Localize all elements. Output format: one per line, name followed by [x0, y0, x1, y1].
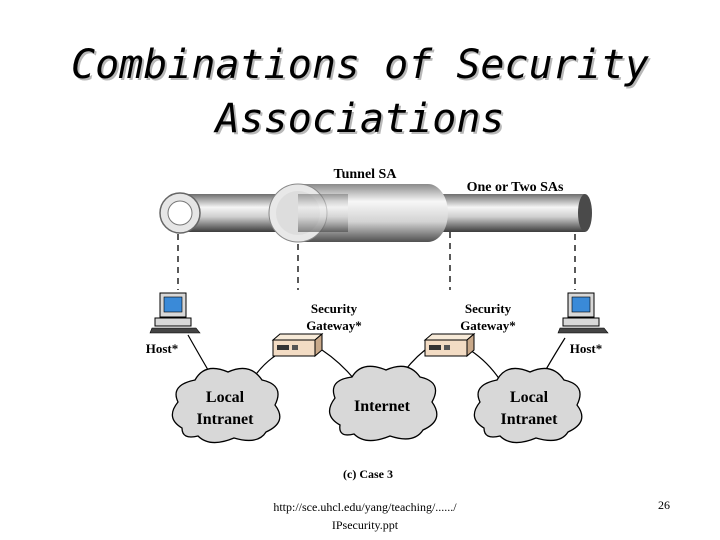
internet-cloud	[328, 365, 438, 442]
security-gateway-left-label-line-2: Gateway*	[306, 318, 362, 333]
security-gateway-left-icon	[271, 332, 324, 358]
sa-endpoint-dashed-lines	[177, 232, 576, 290]
source-url-line-1: http://sce.uhcl.edu/yang/teaching/......…	[273, 500, 457, 514]
tunnel-sa-tube	[268, 183, 448, 243]
host-computer-left-icon	[149, 292, 201, 334]
local-intranet-right-label-line-1: Local	[510, 389, 549, 406]
local-intranet-cloud-left	[171, 367, 281, 444]
one-or-two-sas-label: One or Two SAs	[467, 180, 564, 195]
source-url-line-2: IPsecurity.ppt	[331, 518, 399, 532]
security-gateway-left-label-line-1: Security	[311, 301, 358, 316]
local-intranet-right-label-line-2: Intranet	[501, 411, 559, 428]
local-intranet-left-label-line-2: Intranet	[197, 411, 255, 428]
internet-label: Internet	[354, 398, 411, 415]
local-intranet-left-label-line-1: Local	[206, 389, 245, 406]
local-intranet-cloud-right	[473, 367, 583, 444]
host-computer-right-icon	[557, 292, 609, 334]
slide-title-line-1: Combinations of Security	[71, 42, 649, 88]
slide-title-line-2: Associations	[215, 96, 505, 142]
security-gateway-right-label-line-1: Security	[465, 301, 512, 316]
security-gateway-right-icon	[423, 332, 476, 358]
tunnel-sa-label: Tunnel SA	[334, 167, 398, 182]
host-right-label: Host*	[570, 341, 603, 356]
host-left-label: Host*	[146, 341, 179, 356]
diagram-caption: (c) Case 3	[343, 467, 393, 481]
security-gateway-right-label-line-2: Gateway*	[460, 318, 516, 333]
source-url-footer: http://sce.uhcl.edu/yang/teaching/......…	[250, 498, 480, 534]
page-number: 26	[658, 498, 670, 512]
